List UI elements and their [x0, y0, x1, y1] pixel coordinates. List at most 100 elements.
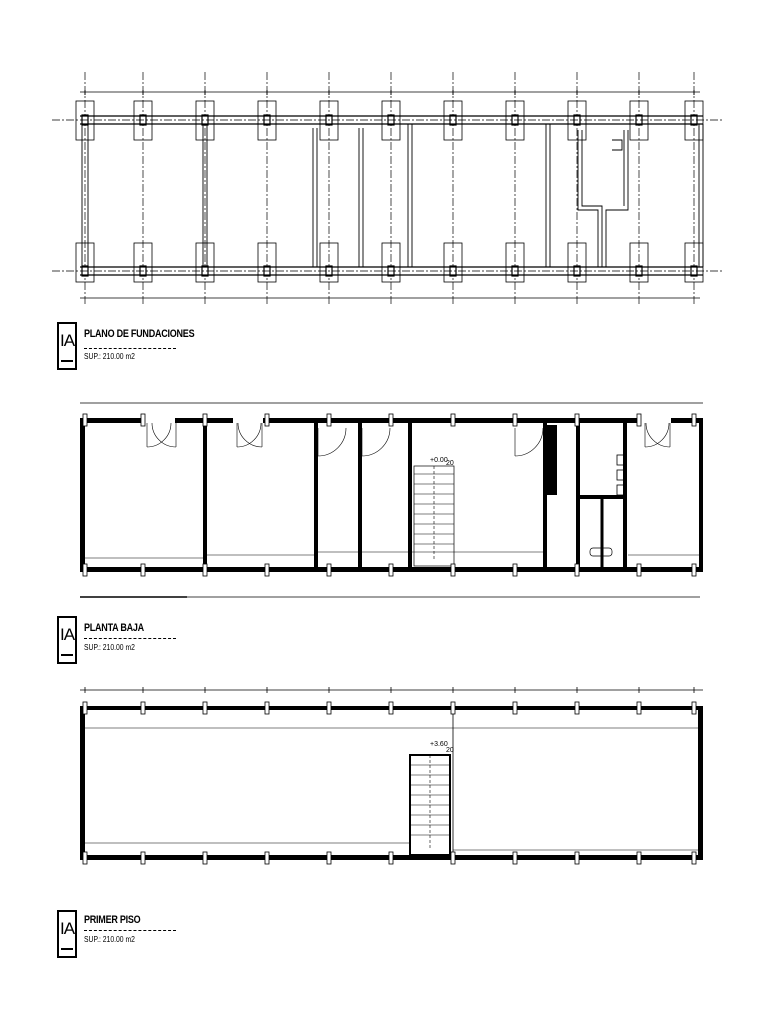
column [326, 563, 332, 577]
interior-wall [203, 423, 207, 567]
column [574, 563, 580, 577]
interior-wall [358, 423, 362, 567]
drawing-title: PRIMER PISO [84, 914, 141, 926]
column [202, 413, 208, 427]
column [450, 851, 456, 865]
column [574, 413, 580, 427]
title-underline [84, 638, 176, 639]
door-opening [641, 418, 671, 423]
ground-stair-top-step: 20 [446, 460, 454, 467]
column [636, 851, 642, 865]
ground-floor-plan [80, 402, 703, 598]
wall-footing [577, 130, 629, 267]
stair-void [545, 425, 557, 495]
ground-level-marker: +0.00 [430, 457, 448, 464]
footing [319, 242, 339, 283]
column [326, 701, 332, 715]
column [202, 701, 208, 715]
column [326, 851, 332, 865]
footing [629, 242, 649, 283]
column [82, 851, 88, 865]
column [82, 413, 88, 427]
drawing-subtitle: SUP.: 210.00 m2 [84, 935, 135, 944]
column [450, 413, 456, 427]
interior-wall [408, 423, 412, 567]
column [691, 701, 697, 715]
toilet [616, 454, 625, 466]
column [264, 413, 270, 427]
exterior-wall [80, 418, 85, 572]
column [574, 701, 580, 715]
ia-logo: IA [57, 616, 77, 664]
title-underline [84, 930, 176, 931]
footing [567, 242, 587, 283]
door-swing [317, 427, 347, 457]
drawing-title: PLANTA BAJA [84, 622, 144, 634]
column [326, 413, 332, 427]
footing [684, 100, 704, 141]
footing [443, 100, 463, 141]
footing [567, 100, 587, 141]
title-underline [84, 348, 176, 349]
footing [133, 242, 153, 283]
door-swing [146, 422, 172, 448]
door-opening [233, 418, 263, 423]
footing [505, 242, 525, 283]
column [636, 563, 642, 577]
drawing-subtitle: SUP.: 210.00 m2 [84, 352, 135, 361]
toilet [616, 469, 625, 481]
column [140, 851, 146, 865]
exterior-wall [698, 706, 703, 860]
foundation-plan [52, 72, 722, 306]
footing [195, 100, 215, 141]
column [691, 413, 697, 427]
footing [381, 242, 401, 283]
column [512, 701, 518, 715]
sink [589, 547, 613, 557]
column [512, 851, 518, 865]
footing [257, 242, 277, 283]
ia-logo: IA [57, 910, 77, 958]
footing [75, 100, 95, 141]
column [82, 563, 88, 577]
column [140, 413, 146, 427]
footing [319, 100, 339, 141]
column [140, 701, 146, 715]
drawing-title: PLANO DE FUNDACIONES [84, 328, 195, 340]
column [388, 701, 394, 715]
door-swing [151, 422, 177, 448]
door-swing [237, 422, 263, 448]
column [636, 413, 642, 427]
door-opening [143, 418, 175, 423]
footing [629, 100, 649, 141]
footing [195, 242, 215, 283]
footing [257, 100, 277, 141]
column [202, 563, 208, 577]
footing [443, 242, 463, 283]
first-stair-top-step: 20 [446, 747, 454, 754]
toilet [616, 484, 625, 496]
interior-wall [580, 495, 625, 499]
door-swing [361, 427, 391, 457]
footing [133, 100, 153, 141]
first-level-marker: +3.60 [430, 741, 448, 748]
column [388, 851, 394, 865]
first-floor-plan [80, 687, 703, 865]
door-swing [236, 422, 262, 448]
door-swing [645, 422, 671, 448]
column [264, 701, 270, 715]
interior-wall [576, 423, 580, 567]
interior-wall [314, 423, 318, 567]
column [264, 851, 270, 865]
column [202, 851, 208, 865]
column [691, 563, 697, 577]
column [574, 851, 580, 865]
column [636, 701, 642, 715]
column [388, 563, 394, 577]
column [450, 563, 456, 577]
footing [75, 242, 95, 283]
footing [505, 100, 525, 141]
column [512, 413, 518, 427]
column [691, 851, 697, 865]
